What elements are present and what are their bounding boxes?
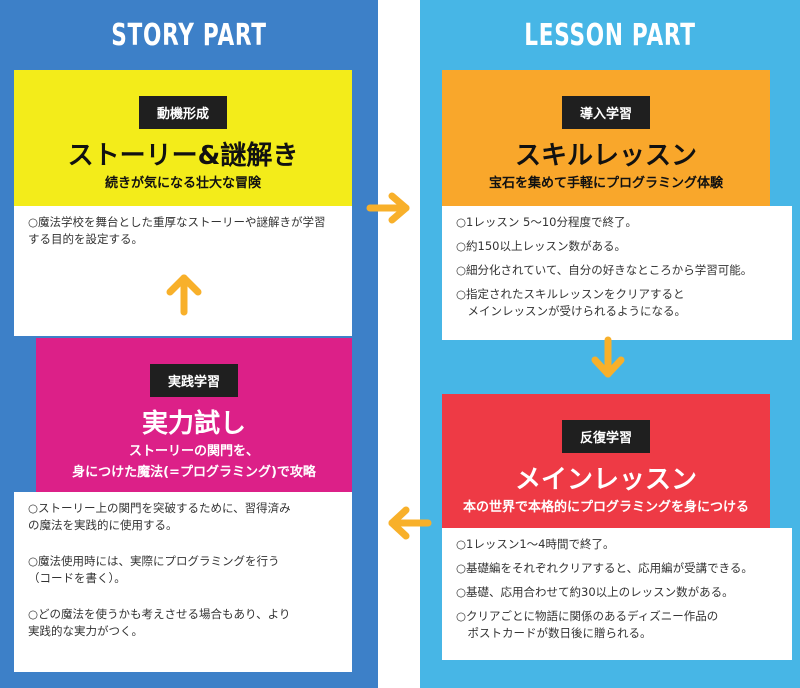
repeat-heading: メインレッスン bbox=[514, 465, 697, 495]
arrow-right-icon bbox=[366, 192, 410, 224]
practice-card-header: 実践学習 実力試し ストーリーの関門を、 身につけた魔法(=プログラミング)で攻… bbox=[36, 338, 352, 492]
motivation-tag: 動機形成 bbox=[138, 96, 227, 129]
panel-gap bbox=[378, 0, 420, 688]
lesson-panel-title: LESSON PART bbox=[524, 18, 696, 53]
story-panel-title: STORY PART bbox=[111, 18, 267, 53]
practice-item: ○どの魔法を使うかも考えさせる場合もあり、より 実践的な実力がつく。 bbox=[28, 607, 291, 638]
intro-heading: スキルレッスン bbox=[514, 141, 697, 171]
intro-card-body: ○1レッスン 5～10分程度で終了。 ○約150以上レッスン数がある。 ○細分化… bbox=[442, 206, 792, 340]
practice-item: ○魔法使用時には、実際にプログラミングを行う （コードを書く）。 bbox=[28, 554, 280, 585]
arrow-down-icon bbox=[591, 336, 625, 378]
intro-subheading: 宝石を集めて手軽にプログラミング体験 bbox=[488, 176, 723, 191]
practice-card-body: ○ストーリー上の関門を突破するために、習得済み の魔法を実践的に使用する。 ○魔… bbox=[14, 492, 352, 672]
repeat-tag: 反復学習 bbox=[561, 420, 650, 453]
intro-tag: 導入学習 bbox=[561, 96, 650, 129]
repeat-item: ○1レッスン1～4時間で終了。 bbox=[456, 537, 615, 551]
repeat-item: ○基礎、応用合わせて約30以上のレッスン数がある。 bbox=[456, 585, 734, 599]
arrow-up-icon bbox=[166, 274, 202, 316]
repeat-card-body: ○1レッスン1～4時間で終了。 ○基礎編をそれぞれクリアすると、応用編が受講でき… bbox=[442, 528, 792, 660]
intro-item: ○約150以上レッスン数がある。 bbox=[456, 239, 626, 253]
repeat-item: ○基礎編をそれぞれクリアすると、応用編が受講できる。 bbox=[456, 561, 753, 575]
practice-subheading-line2: 身につけた魔法(=プログラミング)で攻略 bbox=[72, 465, 316, 480]
intro-item: ○1レッスン 5～10分程度で終了。 bbox=[456, 215, 637, 229]
repeat-subheading: 本の世界で本格的にプログラミングを身につける bbox=[462, 500, 749, 515]
intro-card-header: 導入学習 スキルレッスン 宝石を集めて手軽にプログラミング体験 bbox=[442, 70, 770, 206]
intro-item: ○指定されたスキルレッスンをクリアすると メインレッスンが受けられるようになる。 bbox=[456, 287, 686, 318]
practice-item: ○ストーリー上の関門を突破するために、習得済み の魔法を実践的に使用する。 bbox=[28, 501, 291, 532]
practice-subheading-line1: ストーリーの関門を、 bbox=[128, 444, 259, 459]
practice-heading: 実力試し bbox=[141, 409, 246, 439]
motivation-heading: ストーリー&謎解き bbox=[67, 141, 299, 171]
motivation-item: ○魔法学校を舞台とした重厚なストーリーや謎解きが学習 する目的を設定する。 bbox=[28, 215, 326, 246]
motivation-card-header: 動機形成 ストーリー&謎解き 続きが気になる壮大な冒険 bbox=[14, 70, 352, 206]
repeat-card-header: 反復学習 メインレッスン 本の世界で本格的にプログラミングを身につける bbox=[442, 394, 770, 528]
motivation-subheading: 続きが気になる壮大な冒険 bbox=[104, 176, 261, 191]
repeat-item: ○クリアごとに物語に関係のあるディズニー作品の ポストカードが数日後に贈られる。 bbox=[456, 609, 719, 640]
intro-item: ○細分化されていて、自分の好きなところから学習可能。 bbox=[456, 263, 753, 277]
practice-tag: 実践学習 bbox=[149, 364, 238, 397]
arrow-left-icon bbox=[388, 506, 432, 540]
